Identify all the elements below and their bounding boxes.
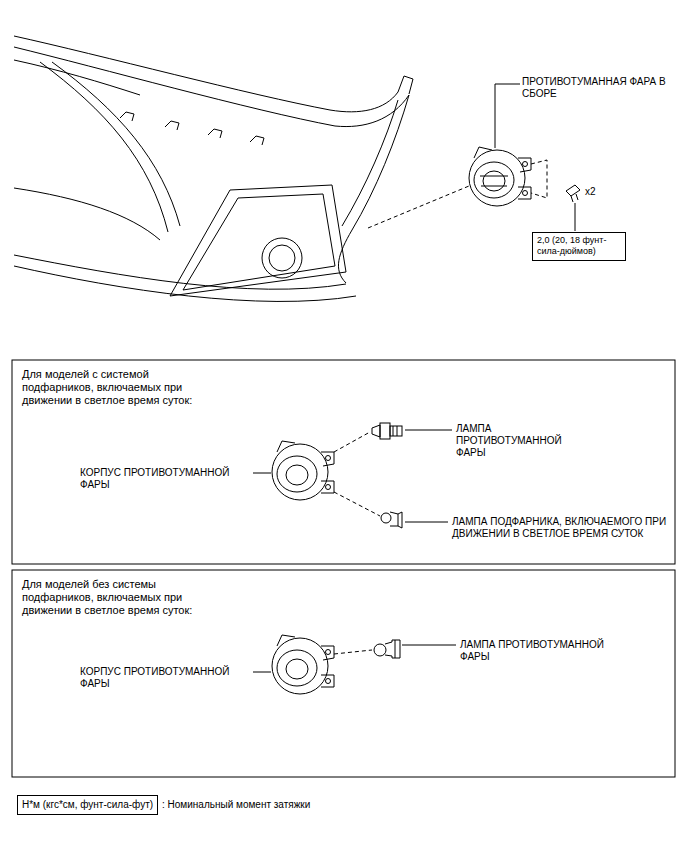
fog-lamp-assembly	[469, 150, 525, 206]
front-bumper	[14, 36, 413, 301]
fog-lamp-bulb	[390, 426, 402, 436]
fog-lamp-housing	[272, 635, 334, 694]
assembly-dashed-line	[531, 160, 547, 198]
torque-spec-box: 2,0 (20, 18 фунт-сила-дюймов)	[532, 232, 626, 261]
front-bumper	[183, 194, 335, 290]
front-bumper	[342, 100, 398, 226]
fog-lamp-housing	[286, 659, 308, 679]
part-name: ПРОТИВОТУМАННАЯ ФАРА В СБОРЕ	[522, 76, 672, 100]
part-name: ЛАМПА ПОДФАРНИКА, ВКЛЮЧАЕМОГО ПРИ ДВИЖЕН…	[452, 516, 667, 540]
bolt-symbol	[566, 185, 580, 196]
part-dashed-line	[334, 650, 372, 654]
leader-line	[253, 473, 271, 474]
front-bumper	[262, 238, 302, 278]
bolt-symbol	[575, 203, 576, 231]
part-name: ЛАМПА ПРОТИВОТУМАННОЙ ФАРЫ	[456, 423, 594, 459]
front-bumper	[14, 188, 160, 240]
part-dashed-line	[334, 432, 370, 452]
front-bumper	[120, 112, 264, 145]
front-bumper	[338, 95, 409, 283]
panel-frame	[12, 570, 675, 777]
front-bumper	[170, 185, 346, 296]
fog-lamp-assembly	[523, 191, 528, 196]
torque-unit-box: Н*м (кгс*см, фунт-сила-фут)	[17, 795, 158, 815]
fog-lamp-housing	[286, 465, 308, 485]
fog-lamp-assembly	[474, 162, 514, 198]
front-bumper	[40, 62, 168, 232]
fog-lamp-housing	[277, 456, 317, 492]
drl-bulb	[381, 513, 391, 523]
bolt-symbol	[495, 84, 520, 148]
part-name: ЛАМПА ПРОТИВОТУМАННОЙ ФАРЫ	[460, 639, 620, 663]
fog-lamp-assembly	[518, 187, 531, 199]
front-bumper	[269, 245, 295, 271]
fog-lamp-housing	[326, 485, 331, 490]
fog-lamp-housing	[326, 679, 331, 684]
fog-lamp-housing	[277, 650, 317, 686]
front-bumper	[14, 60, 140, 95]
spec-text: Н*м (кгс*см, фунт-сила-фут)	[22, 799, 153, 811]
fog-lamp-assembly	[523, 162, 528, 167]
fog-lamp-bulb	[385, 640, 400, 658]
part-dashed-line	[334, 492, 380, 516]
panel-frame	[12, 360, 675, 564]
drl-bulb	[398, 514, 399, 526]
fog-lamp-housing	[321, 675, 334, 687]
fog-lamp-bulb	[374, 644, 386, 656]
fog-lamp-bulb	[393, 426, 397, 436]
front-bumper	[52, 62, 180, 226]
leader-line	[253, 645, 456, 672]
spec-text: 2,0 (20, 18 фунт-сила-дюймов)	[537, 235, 621, 257]
bolt-symbol	[571, 194, 578, 202]
assembly-dashed-line	[368, 186, 469, 228]
fog-lamp-assembly	[474, 147, 492, 158]
front-bumper	[14, 47, 409, 127]
fog-lamp-housing	[272, 444, 328, 500]
front-bumper	[14, 36, 413, 112]
fog-lamp-housing	[277, 441, 295, 452]
leader-line	[253, 672, 271, 673]
part-dashed-line	[334, 432, 380, 516]
leader-line	[402, 645, 456, 646]
leader-line	[405, 522, 448, 523]
fog-lamp-assembly	[483, 171, 505, 191]
fog-lamp-assembly	[518, 158, 531, 172]
drl-bulb	[390, 512, 402, 528]
front-bumper	[14, 266, 356, 301]
part-name: КОРПУС ПРОТИВОТУМАННОЙ ФАРЫ	[80, 666, 250, 690]
bolt-symbol	[495, 84, 580, 231]
fog-lamp-bulb	[374, 640, 400, 658]
leader-line	[253, 430, 452, 522]
part-name: КОРПУС ПРОТИВОТУМАННОЙ ФАРЫ	[80, 467, 250, 491]
fog-lamp-bulb	[380, 423, 390, 439]
quantity: x2	[585, 186, 596, 198]
front-bumper	[14, 255, 346, 289]
assembly-dashed-line	[368, 160, 547, 228]
fog-lamp-housing	[277, 635, 295, 646]
fog-lamp-housing	[272, 441, 334, 500]
drl-bulb	[381, 512, 402, 528]
fog-lamp-housing	[272, 638, 328, 694]
leader-line	[405, 430, 452, 431]
fog-lamp-bulb	[395, 640, 396, 658]
fog-lamp-assembly	[469, 147, 531, 206]
panel-heading: Для моделей без системы подфарников, вкл…	[22, 578, 207, 618]
panel-heading: Для моделей с системой подфарников, вклю…	[22, 368, 207, 408]
fog-lamp-housing	[321, 452, 334, 466]
fog-lamp-housing	[321, 646, 334, 660]
fog-lamp-assembly	[480, 176, 508, 186]
fog-lamp-bulb	[372, 425, 380, 437]
fog-lamp-housing	[326, 650, 331, 655]
fog-lamp-housing	[321, 481, 334, 493]
fog-lamp-bulb	[372, 423, 402, 439]
fog-lamp-housing	[326, 456, 331, 461]
legend-note: : Номинальный момент затяжки	[162, 799, 310, 811]
part-dashed-line	[334, 650, 372, 654]
